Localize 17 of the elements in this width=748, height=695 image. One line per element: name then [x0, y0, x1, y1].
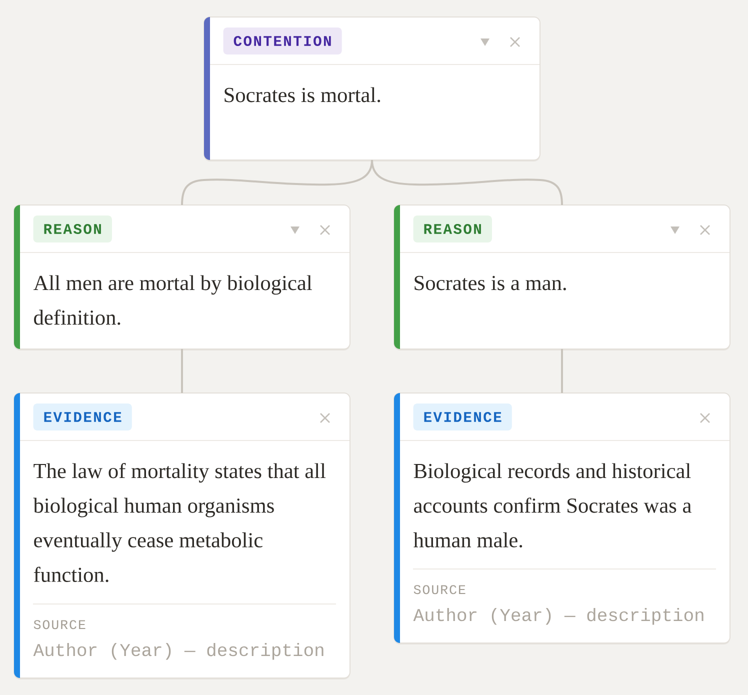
body-text: The law of mortality states that all biological human organisms eventually cease metabolic function. [33, 463, 326, 582]
placeholder-text: Author (Year) — description [413, 608, 704, 625]
body-text: All men are mortal by biological definition. [33, 275, 312, 325]
connector [181, 349, 183, 393]
placeholder-text: Author (Year) — description [33, 642, 324, 660]
body-text: Socrates is mortal. [224, 87, 380, 102]
tag-badge: EVIDENCE [413, 404, 512, 430]
tag-badge: EVIDENCE [33, 404, 132, 430]
tag-badge: REASON [413, 216, 492, 242]
source-label: SOURCE [414, 585, 466, 594]
connector [561, 349, 563, 393]
connector [371, 160, 563, 206]
source-label: SOURCE [34, 620, 86, 630]
body-text: Biological records and historical accounts confirm Socrates was a human male. [413, 463, 692, 548]
tag-badge: CONTENTION [223, 28, 342, 54]
body-text: Socrates is a man. [414, 276, 566, 290]
tag-badge: REASON [33, 216, 112, 242]
